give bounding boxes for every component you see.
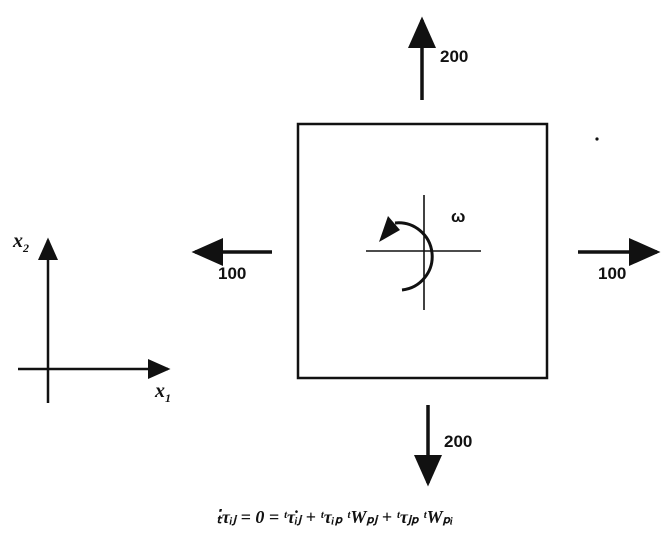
element-square	[296, 122, 549, 380]
load-label-top: 200	[440, 47, 469, 66]
load-label-bottom: 200	[444, 432, 473, 451]
speck	[595, 137, 599, 141]
rotation-arrowhead	[379, 216, 400, 242]
rotation-label: ω	[451, 207, 466, 226]
rotation-arrow	[394, 221, 434, 292]
axis-label-x1: x1	[155, 380, 171, 405]
load-label-left: 100	[218, 264, 247, 283]
axis-label-x2: x2	[13, 230, 29, 255]
jaumann-rate-equation: ₜ̇τᵢⱼ = 0 = ᵗτ̇ᵢⱼ + ᵗτᵢₚ ᵗWₚⱼ + ᵗτⱼₚ ᵗWₚ…	[216, 507, 454, 527]
load-label-right: 100	[598, 264, 627, 283]
